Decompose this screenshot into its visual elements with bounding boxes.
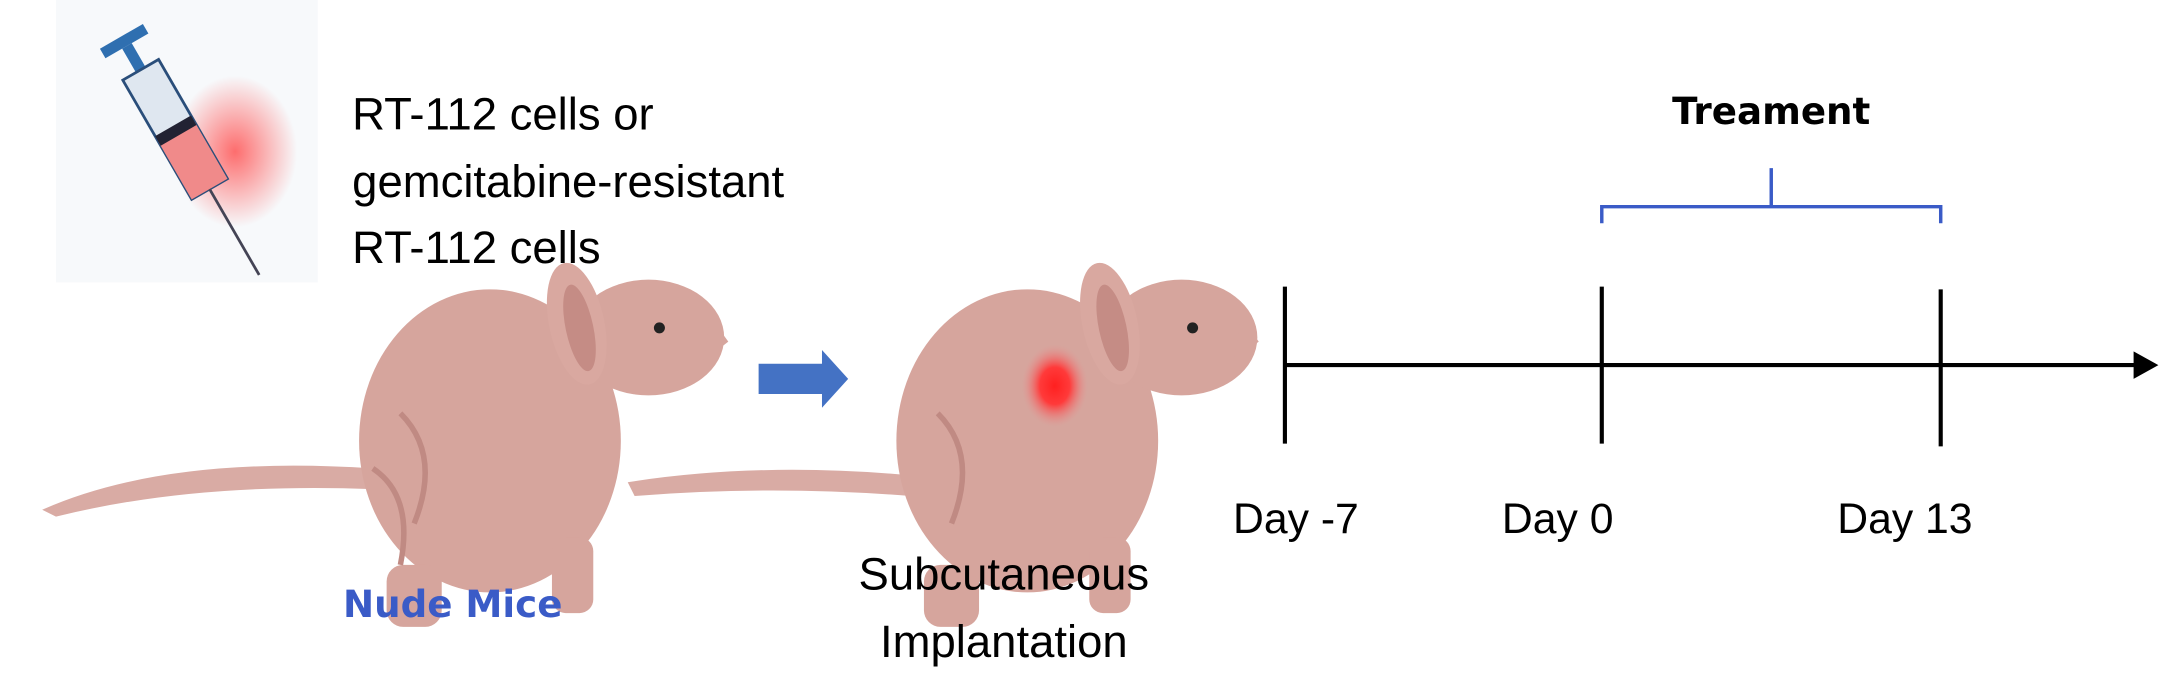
tick-label: Day -7 xyxy=(1233,495,1359,543)
timeline: Day -7 Day 0 Day 13 xyxy=(1233,286,2159,543)
injection-label-line: RT-112 cells xyxy=(352,222,600,273)
injection-label-line: RT-112 cells or xyxy=(352,89,653,140)
injection-label: RT-112 cells or gemcitabine-resistant RT… xyxy=(352,89,784,274)
timeline-arrowhead-icon xyxy=(2133,351,2159,379)
nude-mouse-icon xyxy=(42,262,729,627)
implantation-label-line: Subcutaneous xyxy=(859,549,1150,600)
nude-mice-label: Nude Mice xyxy=(343,582,562,626)
tick-label: Day 0 xyxy=(1502,495,1614,543)
implanted-mouse-icon xyxy=(627,262,1259,627)
injection-label-line: gemcitabine-resistant xyxy=(352,156,784,207)
syringe-icon xyxy=(55,0,318,283)
treatment-bracket xyxy=(1600,168,1943,224)
tumor-icon xyxy=(1021,344,1088,428)
arrow-icon xyxy=(758,349,849,408)
treatment-label: Treament xyxy=(1672,89,1870,133)
tick-label: Day 13 xyxy=(1837,495,1972,543)
implantation-label-line: Implantation xyxy=(880,616,1128,667)
